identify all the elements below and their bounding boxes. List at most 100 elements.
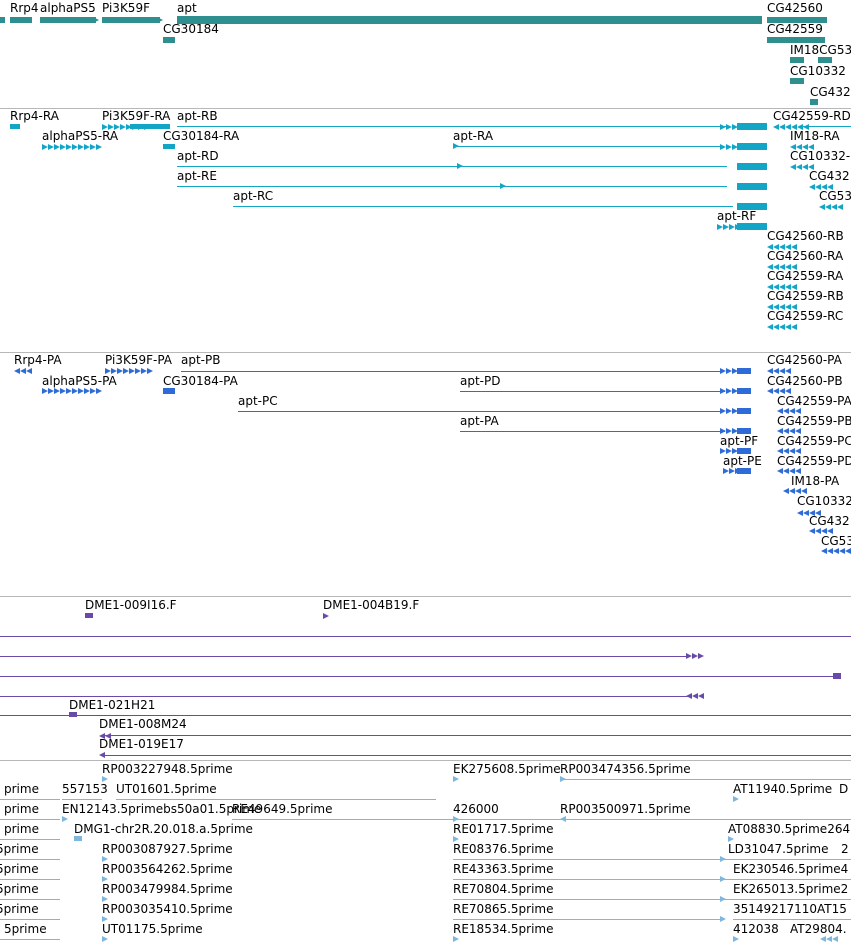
feature-label[interactable]: UT01175.5prime — [102, 922, 203, 936]
feature-bar[interactable] — [40, 17, 96, 23]
feature-label[interactable]: RP003474356.5prime — [560, 762, 691, 776]
feature-label[interactable]: CG42560-RA — [767, 249, 844, 263]
feature-label[interactable]: LD31047.5prime — [728, 842, 829, 856]
feature-label[interactable]: apt — [177, 1, 197, 15]
feature-label[interactable]: AT29804. — [790, 922, 847, 936]
feature-label[interactable]: AT08830.5prime264 — [728, 822, 851, 836]
feature-bar[interactable] — [737, 368, 751, 374]
feature-label[interactable]: CG42560-PB — [767, 374, 843, 388]
feature-label[interactable]: apt-RE — [177, 169, 217, 183]
feature-label[interactable]: 557153 — [62, 782, 108, 796]
feature-bar[interactable] — [10, 124, 20, 129]
feature-label[interactable]: CG432 — [810, 85, 851, 99]
feature-label[interactable]: Pi3K59F-RA — [102, 109, 171, 123]
feature-label[interactable]: CG30184-RA — [163, 129, 240, 143]
feature-label[interactable]: IM18-RA — [790, 129, 840, 143]
feature-label[interactable]: apt-RC — [233, 189, 274, 203]
feature-label[interactable]: Pi3K59F — [102, 1, 150, 15]
feature-label[interactable]: CG42559-RB — [767, 289, 844, 303]
feature-label[interactable]: apt-RF — [717, 209, 757, 223]
feature-label[interactable]: CG42560-PA — [767, 353, 842, 367]
feature-label[interactable]: 5prime — [0, 882, 39, 896]
feature-bar[interactable] — [163, 388, 175, 394]
feature-bar[interactable] — [737, 203, 767, 210]
feature-label[interactable]: Rrp4-RA — [10, 109, 59, 123]
feature-bar[interactable] — [74, 836, 82, 841]
feature-bar[interactable] — [767, 37, 825, 43]
feature-label[interactable]: DMG1-chr2R.20.018.a.5prime — [74, 822, 253, 836]
feature-label[interactable]: CG42560-RB — [767, 229, 844, 243]
feature-bar[interactable] — [737, 408, 751, 414]
feature-label[interactable]: apt-RB — [177, 109, 218, 123]
feature-label[interactable]: 412038 — [733, 922, 779, 936]
feature-label[interactable]: 5prime — [4, 922, 47, 936]
feature-bar[interactable] — [737, 143, 767, 150]
feature-bar[interactable] — [102, 17, 160, 23]
feature-label[interactable]: CG42559-PB — [777, 414, 851, 428]
feature-label[interactable]: apt-RD — [177, 149, 219, 163]
feature-label[interactable]: RP003479984.5prime — [102, 882, 233, 896]
feature-bar[interactable] — [177, 16, 762, 24]
feature-label[interactable]: DME1-004B19.F — [323, 598, 420, 612]
feature-bar[interactable] — [737, 163, 767, 170]
feature-label[interactable]: DME1-008M24 — [99, 717, 187, 731]
feature-label[interactable]: alphaPS5-RA — [42, 129, 119, 143]
feature-label[interactable]: 5prime — [0, 842, 39, 856]
feature-label[interactable]: EK275608.5prime — [453, 762, 561, 776]
feature-bar[interactable] — [0, 17, 5, 23]
feature-label[interactable]: Rrp4-PA — [14, 353, 62, 367]
feature-bar[interactable] — [790, 78, 804, 84]
feature-bar[interactable] — [737, 388, 751, 394]
feature-label[interactable]: RE18534.5prime — [453, 922, 554, 936]
feature-label[interactable]: RP003035410.5prime — [102, 902, 233, 916]
feature-label[interactable]: CG42559-RA — [767, 269, 844, 283]
feature-label[interactable]: CG42559-RD — [773, 109, 851, 123]
feature-label[interactable]: CG30184 — [163, 22, 219, 36]
feature-label[interactable]: CG10332- — [790, 149, 851, 163]
feature-label[interactable]: apt-RA — [453, 129, 494, 143]
feature-label[interactable]: CG53 — [819, 189, 851, 203]
feature-bar[interactable] — [818, 57, 832, 63]
feature-bar[interactable] — [85, 613, 93, 618]
feature-label[interactable]: prime — [4, 822, 39, 836]
feature-label[interactable]: IM18CG53 — [790, 43, 851, 57]
feature-label[interactable]: 35149217110AT15 — [733, 902, 847, 916]
feature-label[interactable]: RP003227948.5prime — [102, 762, 233, 776]
feature-label[interactable]: Rrp4 — [10, 1, 39, 15]
feature-label[interactable]: CG53 — [821, 534, 851, 548]
feature-label[interactable]: CG10332 — [797, 494, 851, 508]
feature-label[interactable]: apt-PB — [181, 353, 221, 367]
feature-label[interactable]: RP003087927.5prime — [102, 842, 233, 856]
feature-label[interactable]: apt-PD — [460, 374, 501, 388]
feature-bar[interactable] — [737, 448, 751, 454]
feature-label[interactable]: EK265013.5prime2 — [733, 882, 849, 896]
feature-bar[interactable] — [737, 123, 767, 130]
feature-label[interactable]: 5prime — [0, 902, 39, 916]
feature-label[interactable]: CG42559-PC — [777, 434, 851, 448]
feature-label[interactable]: D — [839, 782, 849, 796]
feature-label[interactable]: RE70804.5prime — [453, 882, 554, 896]
feature-label[interactable]: 5prime — [0, 862, 39, 876]
feature-bar[interactable] — [737, 428, 751, 434]
feature-bar[interactable] — [767, 17, 827, 23]
feature-label[interactable]: RE43363.5prime — [453, 862, 554, 876]
feature-bar[interactable] — [737, 468, 751, 474]
feature-label[interactable]: DME1-009I16.F — [85, 598, 177, 612]
feature-bar[interactable] — [737, 183, 767, 190]
feature-label[interactable]: RE01717.5prime — [453, 822, 554, 836]
feature-label[interactable]: CG42559-RC — [767, 309, 844, 323]
feature-label[interactable]: apt-PC — [238, 394, 278, 408]
feature-label[interactable]: apt-PE — [723, 454, 762, 468]
feature-label[interactable]: UT01601.5prime — [116, 782, 217, 796]
feature-label[interactable]: CG42560 — [767, 1, 823, 15]
feature-label[interactable]: RP003500971.5prime — [560, 802, 691, 816]
feature-bar[interactable] — [833, 673, 841, 679]
feature-bar[interactable] — [737, 223, 767, 230]
feature-bar[interactable] — [69, 712, 77, 717]
feature-label[interactable]: apt-PA — [460, 414, 499, 428]
feature-label[interactable]: 2 — [841, 842, 849, 856]
feature-label[interactable]: RE49649.5prime — [232, 802, 333, 816]
feature-label[interactable]: CG42559 — [767, 22, 823, 36]
feature-bar[interactable] — [790, 57, 804, 63]
feature-label[interactable]: IM18-PA — [791, 474, 840, 488]
